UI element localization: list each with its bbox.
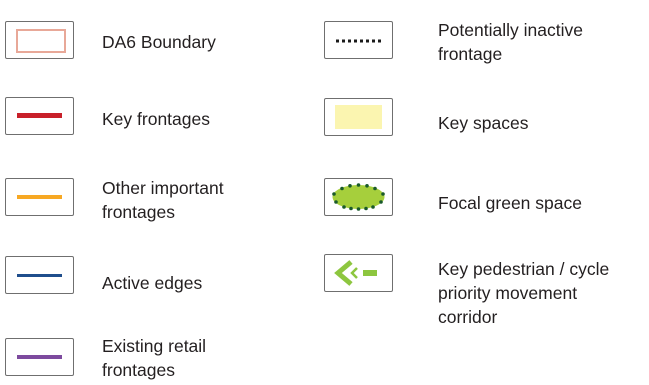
legend-label-potentially-inactive-frontage-1: Potentially inactive [438, 20, 583, 40]
legend-label-key-pedestrian-cycle-corridor-1: Key pedestrian / cycle [438, 259, 610, 279]
boundary-rectangle-icon [5, 21, 74, 59]
legend-label-key-pedestrian-cycle-corridor-2: priority movement [438, 283, 578, 303]
legend-label-key-pedestrian-cycle-corridor-3: corridor [438, 307, 498, 327]
legend-label-other-important-frontages-1: Other important [102, 178, 224, 198]
active-edge-line-icon [5, 256, 74, 294]
legend-label-existing-retail-frontages-1: Existing retail [102, 336, 207, 356]
legend-label-key-spaces: Key spaces [438, 113, 529, 133]
legend-label-other-important-frontages-2: frontages [102, 202, 175, 222]
key-space-fill-icon [324, 98, 393, 136]
legend-label-potentially-inactive-frontage-2: frontage [438, 44, 503, 64]
dotted-line-icon [324, 21, 393, 59]
legend-label-key-frontages: Key frontages [102, 109, 210, 129]
retail-frontage-line-icon [5, 338, 74, 376]
legend-label-da6-boundary: DA6 Boundary [102, 32, 216, 52]
movement-corridor-arrow-icon [324, 254, 393, 292]
legend-label-existing-retail-frontages-2: frontages [102, 360, 175, 380]
green-space-ellipse-icon [324, 178, 393, 216]
key-frontage-line-icon [5, 97, 74, 135]
legend-label-active-edges: Active edges [102, 273, 203, 293]
other-frontage-line-icon [5, 178, 74, 216]
legend-label-focal-green-space: Focal green space [438, 193, 582, 213]
